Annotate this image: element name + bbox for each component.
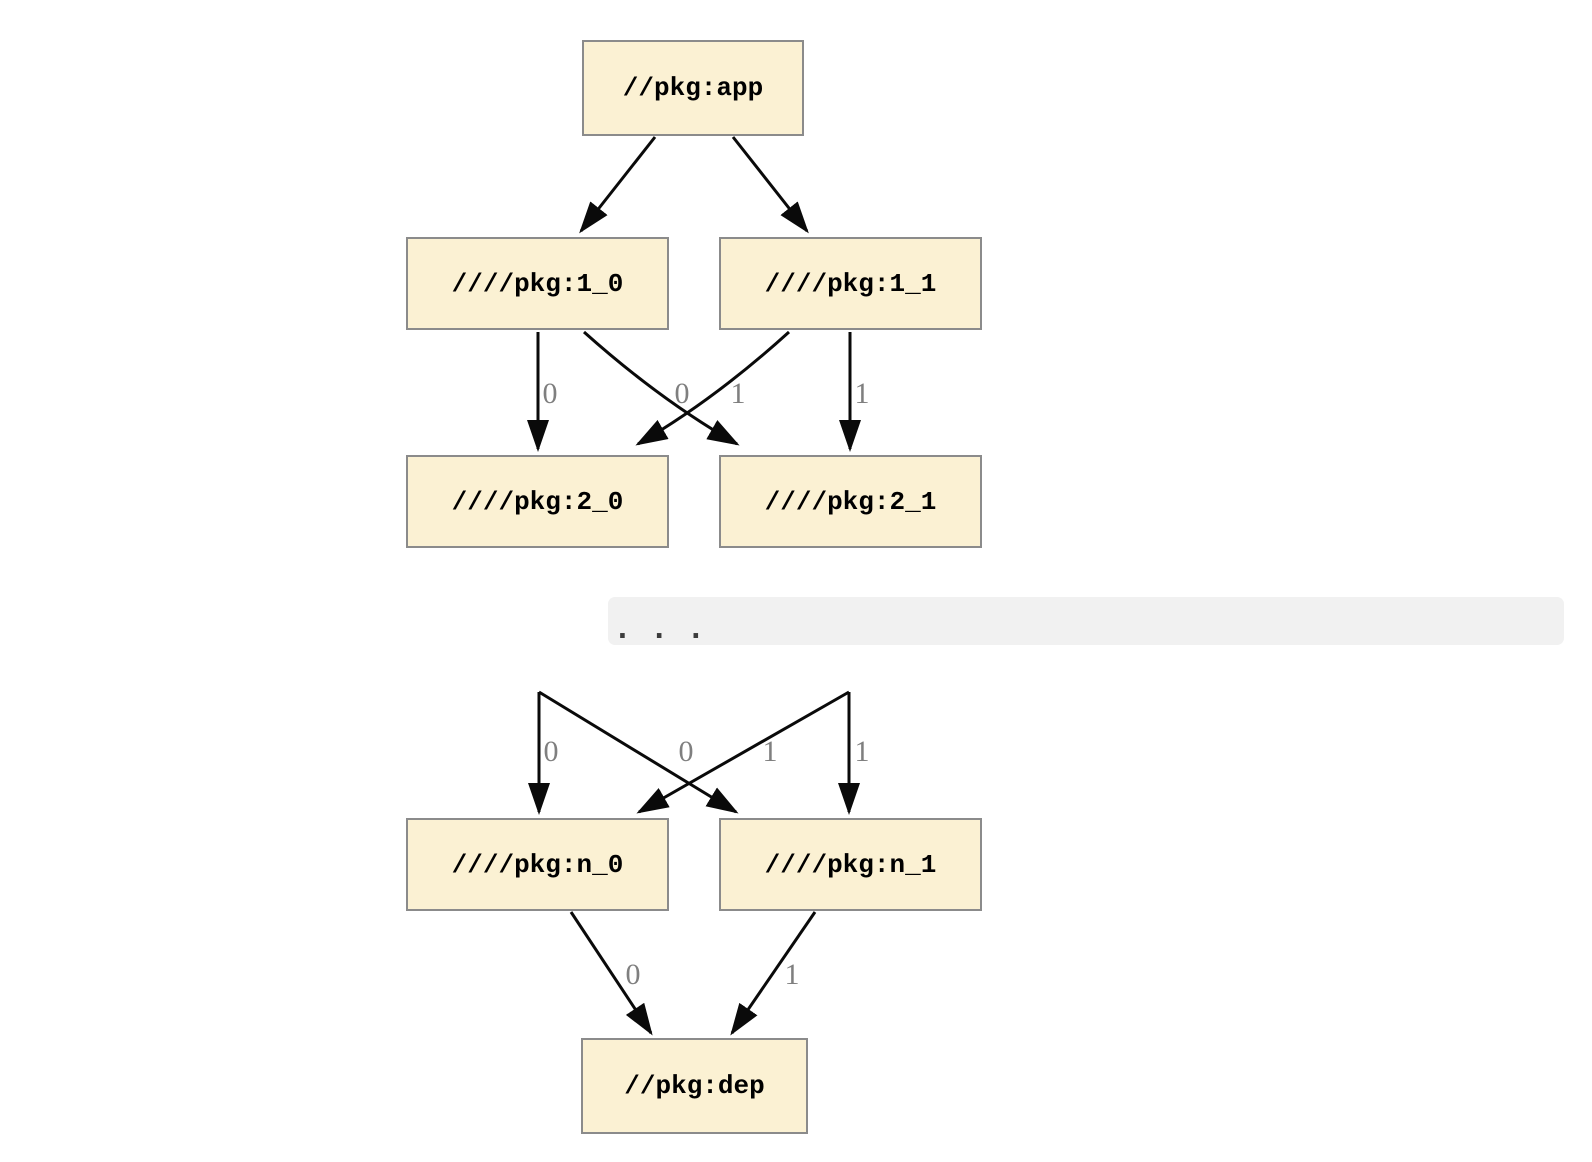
edge-label-mid-to-n_0-straight: 0 xyxy=(543,735,559,768)
edge-label-1_1-to-2_1: 1 xyxy=(854,377,870,410)
edge-n_1-to-dep xyxy=(730,911,817,1036)
edge-label-mid-to-n_1-cross: 1 xyxy=(762,735,778,768)
edge-label-1_0-to-2_0: 0 xyxy=(542,377,558,410)
edge-mid-to-n_0-cross xyxy=(636,690,850,814)
node-pkg-dep: //pkg:dep xyxy=(581,1038,808,1134)
node-pkg-1_0: ////pkg:1_0 xyxy=(406,237,669,330)
edge-1_0-to-2_1 xyxy=(582,330,740,446)
node-pkg-1_1: ////pkg:1_1 xyxy=(719,237,982,330)
edge-label-1_1-to-2_0: 0 xyxy=(674,377,690,410)
node-pkg-2_0: ////pkg:2_0 xyxy=(406,455,669,548)
edge-label-n_1-to-dep: 1 xyxy=(784,958,800,991)
edge-app-to-1_1 xyxy=(731,136,809,234)
edge-label-n_0-to-dep: 0 xyxy=(625,958,641,991)
ellipsis-dots: . . . xyxy=(614,612,706,645)
node-pkg-n_0: ////pkg:n_0 xyxy=(406,818,669,911)
edge-app-to-1_0 xyxy=(579,136,657,234)
node-pkg-app: //pkg:app xyxy=(582,40,804,136)
ellipsis-band: . . . xyxy=(608,597,1564,645)
edge-label-mid-to-n_1-straight: 1 xyxy=(854,735,870,768)
edge-label-1_0-to-2_1: 1 xyxy=(730,377,746,410)
edge-mid-to-n_1-cross xyxy=(538,690,739,814)
edge-1_1-to-2_0 xyxy=(635,330,791,446)
edge-label-mid-to-n_0-cross: 0 xyxy=(678,735,694,768)
edge-n_0-to-dep xyxy=(569,911,653,1036)
node-pkg-n_1: ////pkg:n_1 xyxy=(719,818,982,911)
node-pkg-2_1: ////pkg:2_1 xyxy=(719,455,982,548)
